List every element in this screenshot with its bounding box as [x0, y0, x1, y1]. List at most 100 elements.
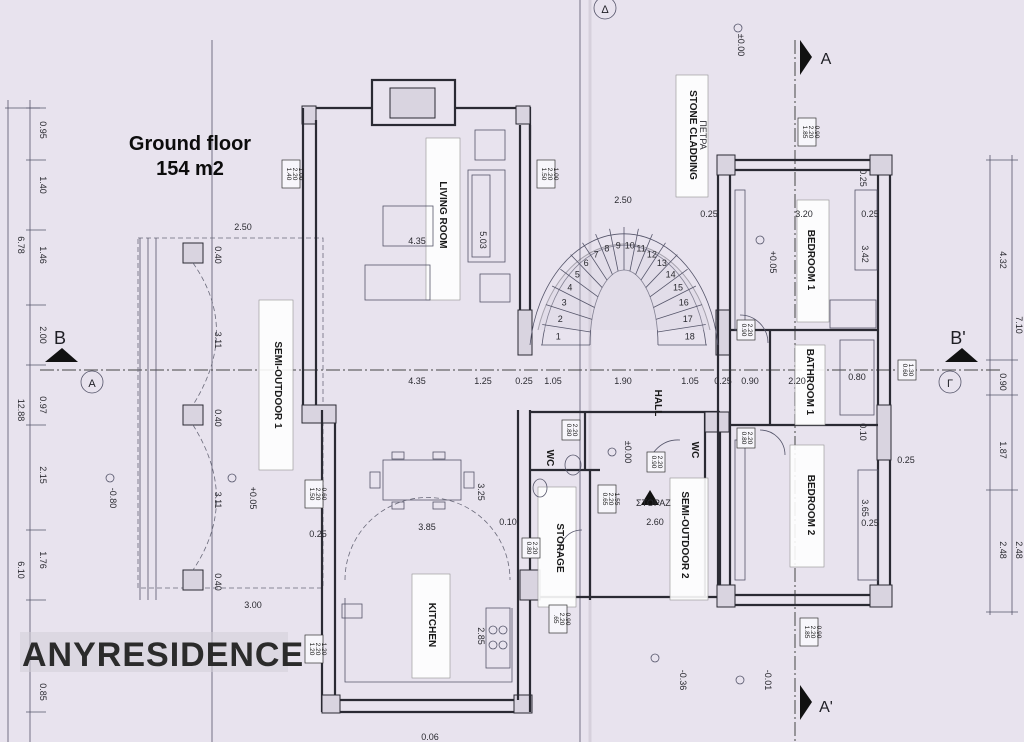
dining-table — [382, 459, 462, 501]
dim: 2.50 — [234, 222, 252, 232]
sofa-2 — [364, 264, 431, 301]
opening-tag-value: 1.20 — [308, 643, 315, 656]
opening-tag-box — [897, 359, 917, 381]
dim: 3.00 — [244, 600, 262, 610]
dim: 2.50 — [614, 195, 632, 205]
opening-tag-value: 1.20 — [320, 643, 327, 656]
left-dim: 1.76 — [38, 551, 48, 569]
opening-tag-value: 1.00 — [297, 168, 304, 181]
stair-tread — [560, 268, 599, 298]
room-wc-left: WC — [544, 450, 555, 467]
bathtub — [839, 339, 875, 416]
stair-number: 14 — [666, 269, 676, 279]
column — [182, 404, 204, 426]
windows — [258, 74, 830, 679]
opening-tag-value: 0.90 — [650, 456, 657, 469]
stone-cladding-label: STONE CLADDING — [687, 90, 698, 180]
opening-tag-box — [797, 117, 817, 147]
level: +0.05 — [768, 251, 778, 274]
right-total-dim: 2.48 — [1014, 541, 1024, 559]
stair-tread — [653, 285, 697, 308]
dim: 0.25 — [515, 376, 533, 386]
opening-tag-value: 0.60 — [901, 364, 908, 377]
plan-title: Ground floor — [129, 133, 251, 155]
opening-tag-box — [536, 159, 556, 189]
sofa — [467, 169, 506, 263]
cooktop — [485, 607, 511, 669]
dim: 1.25 — [474, 376, 492, 386]
left-dim: 0.85 — [38, 683, 48, 701]
stair-number: 1 — [556, 331, 561, 341]
opening-tag-box — [799, 617, 819, 647]
opening-tag-box — [521, 537, 541, 559]
column — [182, 242, 204, 264]
plan-area: 154 m2 — [156, 158, 224, 180]
stair-number: 11 — [636, 243, 645, 253]
stair-tread — [640, 242, 666, 281]
opening-tag-value: 2.20 — [291, 168, 298, 181]
room-labels: LIVING ROOM SEMI-OUTDOOR 1 KITCHEN STORA… — [272, 90, 816, 647]
stair-number: 18 — [685, 331, 695, 341]
left-total-dim: 6.78 — [16, 236, 26, 254]
opening-tag-value: 2.20 — [807, 126, 814, 139]
left-dim: 1.40 — [38, 176, 48, 194]
section-markers: B B' A A' A Γ Δ — [45, 0, 978, 720]
dim: 0.25 — [861, 209, 879, 219]
stair-number: 3 — [562, 298, 567, 308]
opening-tag-value: 2.20 — [546, 168, 553, 181]
stair-tread — [645, 254, 678, 288]
opening-tag-value: 1.50 — [308, 488, 315, 501]
stair-tread — [551, 285, 595, 308]
stair-number: 13 — [657, 258, 667, 268]
small-arrow — [641, 490, 659, 505]
stair-number: 5 — [575, 269, 580, 279]
stone-cladding-sublabel: ΠΕΤΡΑ — [698, 120, 708, 149]
stair-number: 6 — [584, 258, 589, 268]
opening-tag-value: 1.50 — [540, 168, 547, 181]
stair-number: 12 — [647, 249, 657, 259]
dim: 0.40 — [213, 573, 223, 591]
opening-tag-value: 0.80 — [565, 424, 572, 437]
stair-tread — [655, 304, 703, 320]
dim: 0.25 — [861, 518, 879, 528]
side-table — [479, 273, 511, 303]
room-wc-right: WC — [689, 442, 700, 459]
section-arrow-a-prime — [800, 685, 812, 720]
right-dim: 0.90 — [998, 373, 1008, 391]
opening-tag-value: 1.30 — [907, 364, 914, 377]
doors — [344, 314, 786, 581]
dim: 0.80 — [848, 372, 866, 382]
opening-tag-value: 0.90 — [813, 126, 820, 139]
dim: 0.90 — [741, 376, 759, 386]
opening-tag-value: 2.20 — [607, 493, 614, 506]
wc-toilet — [532, 478, 548, 498]
opening-tag-box — [304, 634, 324, 664]
dim: 3.25 — [476, 483, 486, 501]
dim: 0.25 — [309, 529, 327, 539]
grid-lines — [5, 0, 1013, 742]
stair-tread — [649, 268, 688, 298]
level: -0.36 — [678, 670, 688, 691]
left-dim: 1.46 — [38, 246, 48, 264]
stair-tread — [570, 254, 603, 288]
dim: 0.25 — [714, 376, 732, 386]
dim: 3.65 — [860, 499, 870, 517]
stair-tread — [635, 233, 653, 275]
stair-tread — [609, 228, 619, 272]
stair-tread — [542, 324, 591, 333]
room-bedroom-2: BEDROOM 2 — [805, 475, 816, 536]
stair-number: 17 — [683, 314, 693, 324]
kitchen-counter — [344, 598, 513, 683]
dim: 3.42 — [860, 245, 870, 263]
section-arrow-b-prime — [945, 348, 978, 362]
room-kitchen: KITCHEN — [426, 603, 437, 647]
stair-tread — [582, 242, 608, 281]
level-markers: ±0.00 +0.05 ±0.00 -0.80 +0.05 -0.36 -0.0… — [105, 23, 778, 742]
room-hall: HALL — [652, 390, 663, 417]
right-total-dim: 7.10 — [1014, 316, 1024, 334]
dim: 3.11 — [213, 332, 223, 349]
dim: 4.35 — [408, 376, 426, 386]
level: 0.06 — [421, 732, 439, 742]
dimension-labels: 2.50 2.50 4.35 5.03 0.40 3.11 4.35 1.25 … — [213, 169, 915, 645]
